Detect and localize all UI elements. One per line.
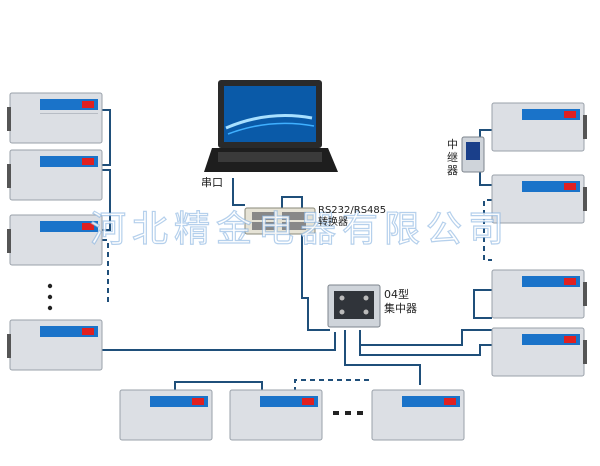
laptop [204,80,338,172]
wire-left-1-2 [102,109,111,166]
unit-right-3 [491,269,587,319]
unit-bottom-3 [371,389,465,441]
wire-left-2-3 [102,169,111,231]
converter-label: RS232/RS485 转换器 [318,205,387,228]
unit-right-1 [491,102,587,152]
repeater-label: 中 继 器 [447,138,458,177]
wire-right-3-4 [473,289,492,319]
unit-left-1 [7,92,103,144]
serial-port-label: 串口 [201,176,223,189]
wire-left-bottom [102,332,336,351]
converter-box [244,207,316,235]
wire-bottom-2-dash [294,379,370,392]
ellipsis-left [47,283,53,311]
wire-bottom-1-2 [174,381,263,392]
wire-right-2-dash [483,199,492,261]
concentrator-box [327,284,381,328]
unit-left-2 [7,149,103,201]
wire-left-3-dash [102,239,109,305]
wiring [102,109,492,392]
wire-conv-conc [281,196,330,331]
concentrator-label: 04型 集中器 [384,288,417,315]
unit-right-4 [491,327,587,377]
wire-conc-right [359,330,492,356]
unit-right-2 [491,174,587,224]
wire-serial [232,178,245,206]
repeater-box [461,136,485,173]
wire-conc-bottom [344,330,421,385]
unit-left-4 [7,319,103,371]
unit-left-3 [7,214,103,266]
wire-right-4-conc [360,329,492,346]
unit-bottom-1 [119,389,213,441]
unit-bottom-2 [229,389,323,441]
ellipsis-bottom [333,411,363,415]
